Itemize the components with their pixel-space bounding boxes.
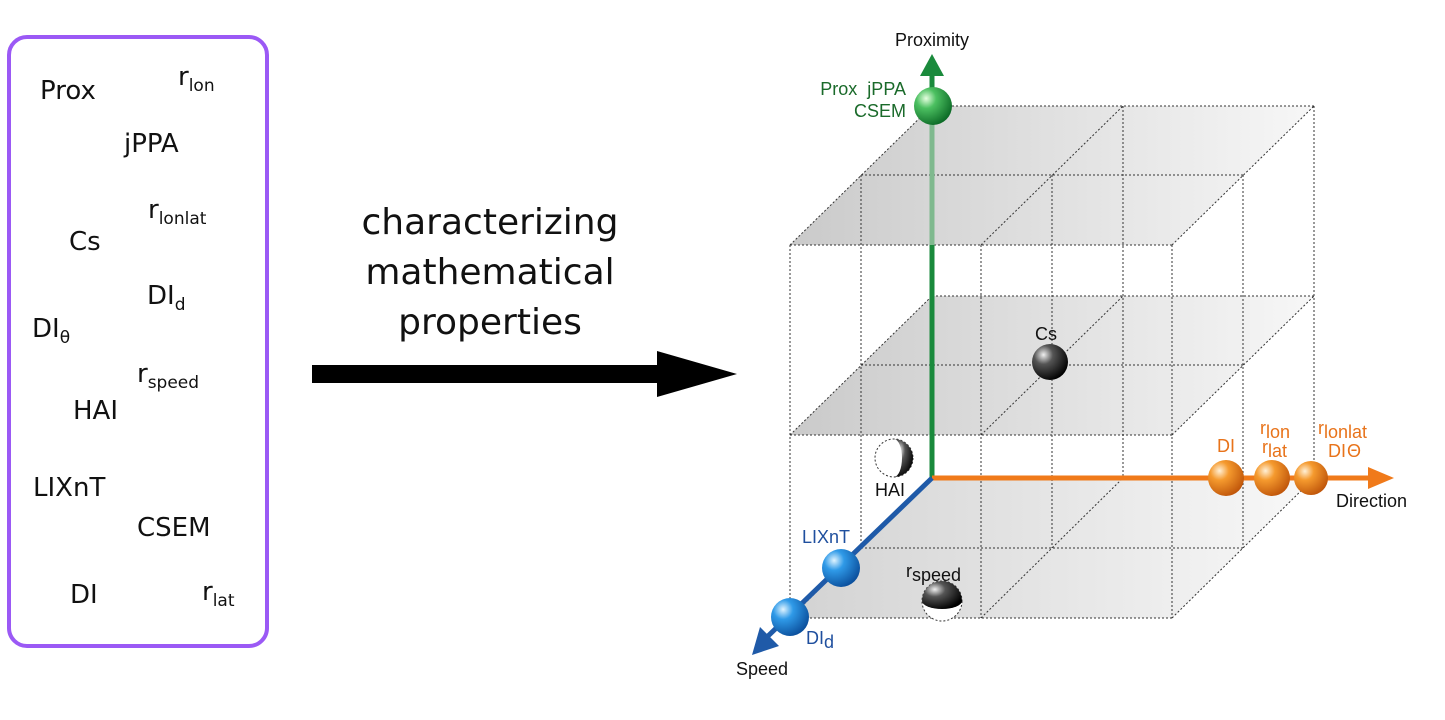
big-arrow-icon bbox=[312, 351, 737, 397]
direction-axis-label: Direction bbox=[1336, 491, 1407, 511]
metric-r-lon: rlon bbox=[178, 62, 215, 96]
di-theta-point-label: DIΘ bbox=[1328, 441, 1361, 461]
cs-point-label: Cs bbox=[1035, 324, 1057, 344]
r-speed-point-half bbox=[922, 581, 962, 609]
di-d-point bbox=[771, 598, 809, 636]
prox-jppa-label: Prox jPPA bbox=[820, 79, 906, 99]
r-lonlat-di-theta-point bbox=[1294, 461, 1328, 495]
caption-line-1: characterizing bbox=[361, 202, 619, 243]
metric-r-lat: rlat bbox=[202, 577, 235, 611]
metric-di-d: DId bbox=[147, 281, 186, 315]
speed-arrowhead-icon bbox=[752, 627, 779, 655]
metric-di-theta: DIθ bbox=[32, 314, 71, 348]
r-lat-point-label: rlat bbox=[1262, 437, 1287, 461]
direction-arrowhead-icon bbox=[1368, 467, 1394, 489]
cs-point bbox=[1032, 344, 1068, 380]
metric-jppa: jPPA bbox=[124, 129, 179, 159]
di-d-point-label: DId bbox=[806, 628, 834, 652]
metric-prox: Prox bbox=[40, 76, 96, 106]
metric-hai: HAI bbox=[73, 396, 119, 426]
speed-axis-label: Speed bbox=[736, 659, 788, 679]
csem-point-label: CSEM bbox=[854, 101, 906, 121]
metric-r-lonlat: rlonlat bbox=[148, 195, 207, 229]
r-lonlat-point-label: rlonlat bbox=[1318, 418, 1367, 442]
metric-lixnt: LIXnT bbox=[33, 473, 106, 503]
r-lon-point-label: rlon bbox=[1260, 418, 1290, 442]
prox-jppa-csem-point bbox=[914, 87, 952, 125]
metric-r-speed: rspeed bbox=[137, 359, 200, 393]
metrics-box bbox=[7, 35, 269, 648]
caption-line-2: mathematical bbox=[365, 252, 615, 293]
cube-grid bbox=[789, 105, 1315, 619]
metric-di: DI bbox=[70, 580, 98, 610]
proximity-arrowhead-icon bbox=[920, 54, 944, 76]
di-point-label: DI bbox=[1217, 436, 1235, 456]
lixnt-point-label: LIXnT bbox=[802, 527, 850, 547]
hai-point-half bbox=[894, 439, 913, 477]
di-point bbox=[1208, 460, 1244, 496]
r-lon-lat-point bbox=[1254, 460, 1290, 496]
r-speed-point-label: rspeed bbox=[906, 561, 961, 585]
caption: characterizing mathematical properties bbox=[340, 198, 640, 348]
metric-cs: Cs bbox=[69, 227, 101, 257]
caption-line-3: properties bbox=[398, 302, 582, 343]
proximity-axis-label: Proximity bbox=[895, 30, 969, 50]
metric-csem: CSEM bbox=[137, 513, 211, 543]
lixnt-point bbox=[822, 549, 860, 587]
hai-point-label: HAI bbox=[875, 480, 905, 500]
property-cube-diagram: Proximity Direction Speed Prox jPPA CSEM… bbox=[736, 30, 1407, 679]
